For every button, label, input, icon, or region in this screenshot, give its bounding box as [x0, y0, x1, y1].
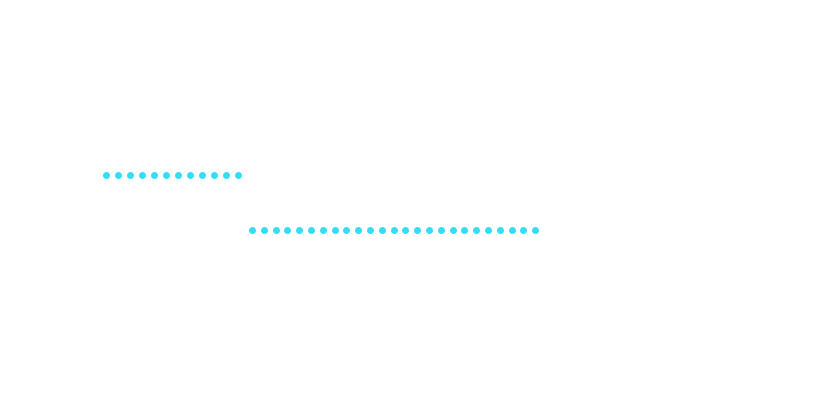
dot: [115, 172, 122, 179]
dot: [520, 227, 528, 234]
dot: [508, 227, 516, 234]
dot: [199, 172, 206, 179]
dot: [532, 227, 540, 234]
dot: [235, 172, 242, 179]
dot: [461, 227, 469, 234]
dot: [343, 227, 351, 234]
dot: [139, 172, 146, 179]
dot: [249, 227, 256, 234]
dot: [211, 172, 218, 179]
dot: [308, 227, 315, 234]
dot: [485, 227, 492, 234]
dot: [187, 172, 194, 179]
dot: [378, 227, 386, 234]
dot: [390, 227, 398, 234]
dot: [175, 172, 182, 179]
dot: [426, 227, 433, 234]
dot: [402, 227, 410, 234]
dot: [449, 227, 457, 234]
dot: [163, 172, 170, 179]
dot: [319, 227, 327, 234]
dot: [496, 227, 504, 234]
dot: [103, 172, 110, 179]
dot: [355, 227, 363, 234]
dot: [331, 227, 339, 234]
dot: [260, 227, 268, 234]
dot: [272, 227, 280, 234]
dot: [414, 227, 422, 234]
dot: [473, 227, 481, 234]
dot: [223, 172, 230, 179]
dot: [151, 172, 158, 179]
dot: [296, 227, 304, 234]
dot: [437, 227, 445, 234]
dot: [284, 227, 292, 234]
dot: [127, 172, 134, 179]
dot: [367, 227, 374, 234]
